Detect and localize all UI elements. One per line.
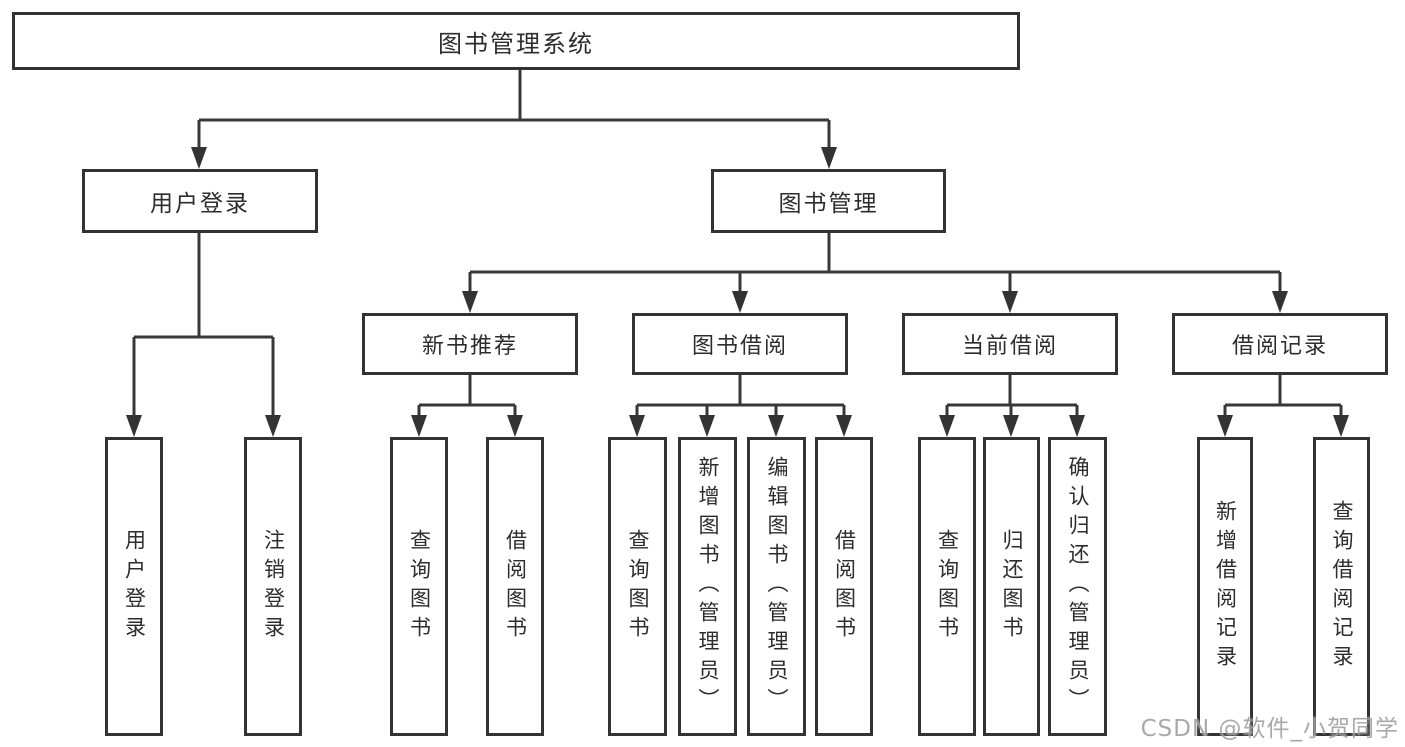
node-label: 归还图书 [1000,528,1025,645]
node-label: 查询图书 [935,528,960,645]
node-label: 图书借阅 [691,334,788,359]
node-new-book-recommend: 新书推荐 [362,313,578,375]
node-add-borrow-record: 新增借阅记录 [1197,437,1253,736]
node-label: 确认归还（管理员） [1066,456,1091,717]
node-label: 借阅图书 [503,528,528,645]
node-edit-books-admin: 编辑图书（管理员） [747,437,806,736]
node-label: 当前借阅 [961,334,1058,359]
node-label: 查询图书 [407,528,432,645]
node-book-management: 图书管理 [711,169,946,233]
node-confirm-return-admin: 确认归还（管理员） [1048,437,1107,736]
csdn-watermark: CSDN @软件_小贺同学 [1140,716,1399,742]
node-label: 图书管理系统 [438,29,594,58]
node-library-system: 图书管理系统 [12,12,1020,70]
node-current-borrowing: 当前借阅 [902,313,1118,375]
node-label: 新书推荐 [421,334,518,359]
node-query-books-1: 查询图书 [390,437,448,736]
node-label: 用户登录 [122,528,147,645]
node-label: 新增借阅记录 [1213,499,1238,674]
node-borrow-books-1: 借阅图书 [486,437,544,736]
node-label: 注销登录 [261,528,286,645]
node-query-borrow-record: 查询借阅记录 [1313,437,1370,736]
node-logout: 注销登录 [244,437,302,736]
node-query-books-2: 查询图书 [608,437,667,736]
node-add-books-admin: 新增图书（管理员） [678,437,737,736]
node-label: 编辑图书（管理员） [765,456,790,717]
node-label: 查询借阅记录 [1330,499,1355,674]
node-user-login-branch: 用户登录 [82,169,318,233]
node-label: 查询图书 [626,528,651,645]
node-user-login-leaf: 用户登录 [105,437,163,736]
node-label: 借阅记录 [1231,334,1328,359]
node-query-books-3: 查询图书 [918,437,976,736]
node-borrow-books-2: 借阅图书 [815,437,873,736]
node-book-borrowing: 图书借阅 [632,313,848,375]
node-label: 用户登录 [150,191,250,217]
node-label: 图书管理 [778,191,879,217]
node-label: 借阅图书 [832,528,857,645]
node-return-books: 归还图书 [983,437,1040,736]
node-label: 新增图书（管理员） [696,456,721,717]
node-borrowing-records: 借阅记录 [1172,313,1388,375]
